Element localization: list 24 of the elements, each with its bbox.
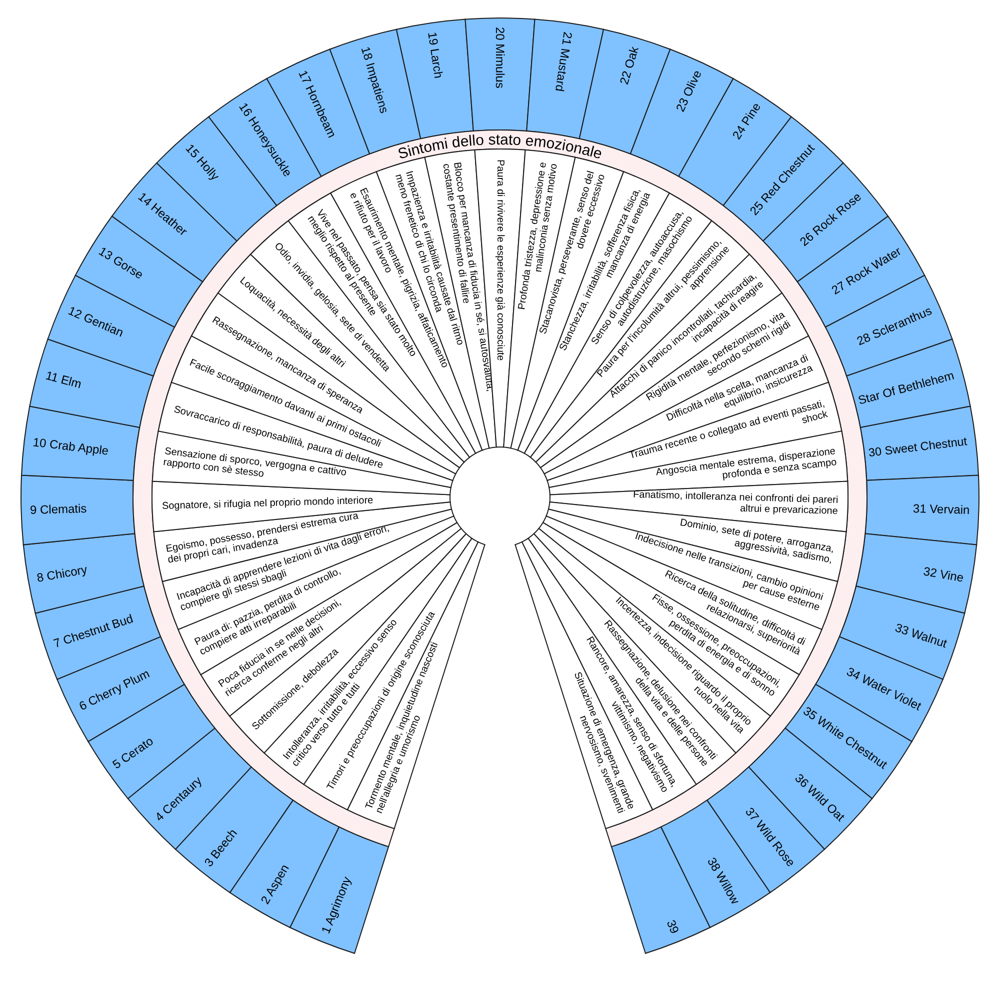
remedy-name: 23 Olive bbox=[673, 68, 705, 114]
remedy-name: 8 Chicory bbox=[36, 562, 88, 585]
remedy-name: 33 Walnut bbox=[893, 620, 949, 651]
remedy-sector bbox=[20, 474, 136, 546]
remedy-sector bbox=[855, 532, 978, 615]
remedy-sector bbox=[864, 474, 980, 546]
remedy-name: 39 bbox=[663, 918, 682, 936]
symptom-text: Fanatismo, intolleranza nei confronti dei pareri altrui e prevaricazione bbox=[632, 490, 838, 518]
remedy-sector bbox=[20, 405, 141, 482]
symptom-text: Paura di rivivere le esperienze già conosciute bbox=[494, 159, 506, 362]
symptom-text: Sognatore, si rifugia nel proprio mondo interiore bbox=[162, 494, 374, 512]
remedy-name: 19 Larch bbox=[425, 30, 446, 80]
remedy-name: 32 Vine bbox=[922, 564, 964, 585]
remedy-name: 21 Mustard bbox=[552, 30, 575, 92]
remedy-sector bbox=[859, 405, 980, 482]
remedy-name: 31 Vervain bbox=[912, 501, 970, 517]
remedy-name: 10 Crab Apple bbox=[32, 434, 110, 458]
remedy-sector bbox=[22, 532, 145, 615]
remedy-name: 22 Oak bbox=[616, 44, 642, 86]
remedy-name: 9 Clematis bbox=[30, 501, 88, 517]
remedy-sector bbox=[28, 338, 155, 429]
remedy-sector bbox=[288, 825, 390, 955]
remedy-name: 30 Sweet Chestnut bbox=[868, 434, 968, 460]
remedy-name: 11 Elm bbox=[44, 368, 84, 391]
